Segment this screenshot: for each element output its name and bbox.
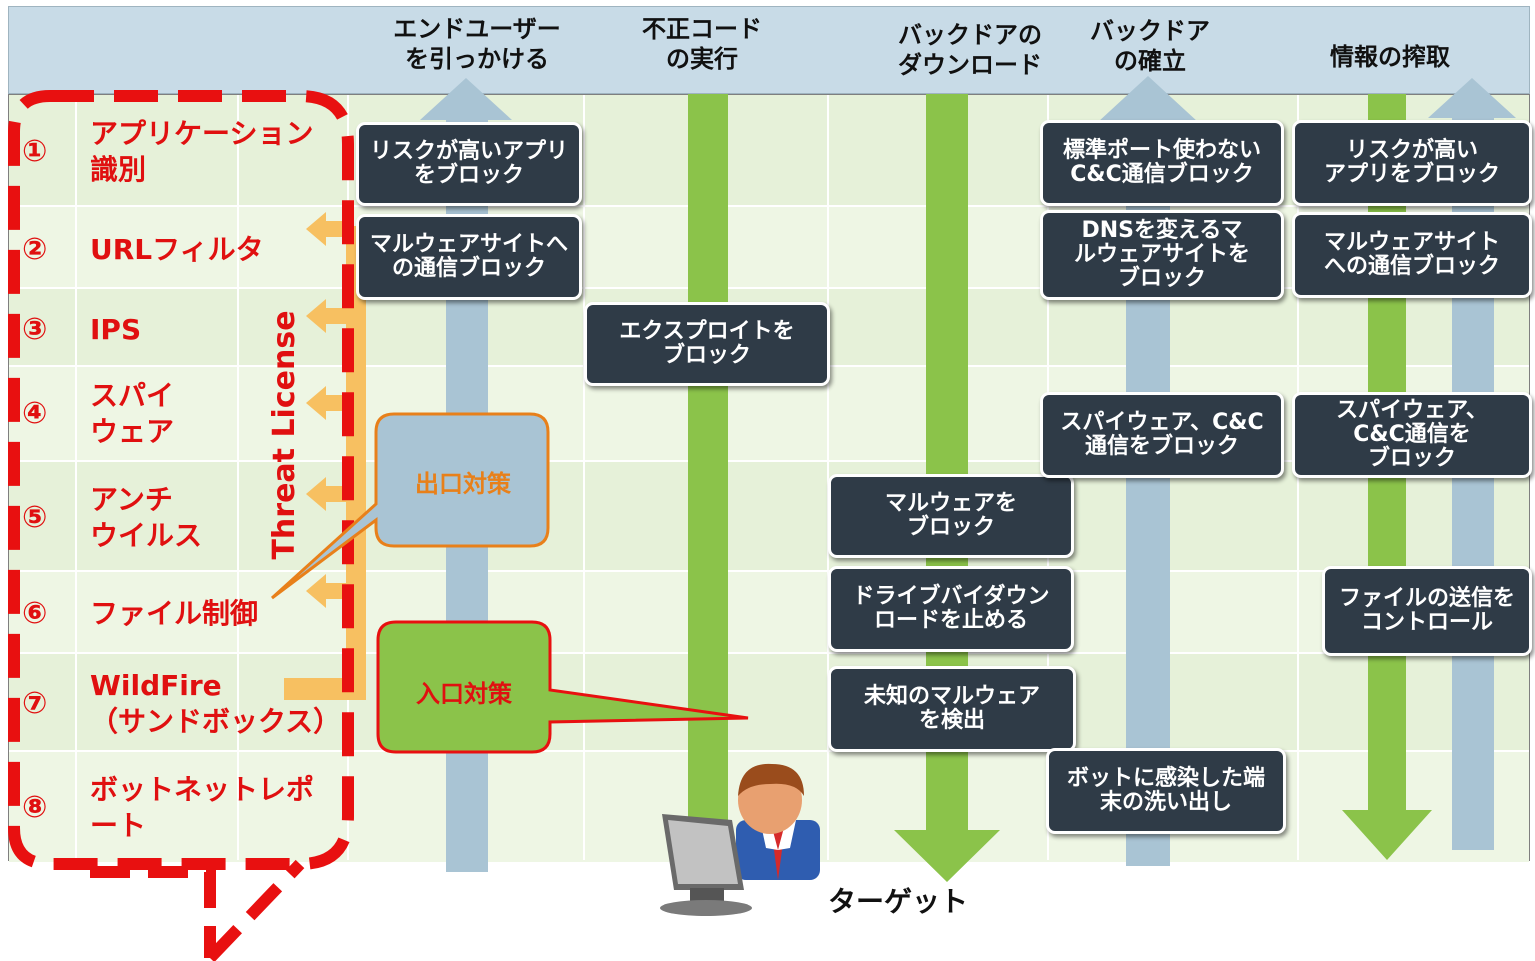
grid-line	[9, 460, 1529, 462]
action-box: DNSを変えるマ ルウェアサイトを ブロック	[1040, 210, 1284, 300]
action-box: エクスプロイトを ブロック	[584, 302, 830, 386]
orange-left-arrow	[306, 477, 352, 511]
grid-line	[9, 205, 1529, 207]
feature-label: アプリケーション 識別	[90, 117, 314, 186]
grid-row	[9, 652, 1529, 750]
feature-label: URLフィルタ	[90, 233, 264, 266]
exit-callout-shape	[270, 412, 550, 600]
action-box: リスクが高い アプリをブロック	[1292, 120, 1532, 206]
action-box: マルウェアサイトへ の通信ブロック	[356, 214, 582, 300]
action-box: スパイウェア、 C&C通信を ブロック	[1292, 392, 1532, 478]
grid-line	[583, 95, 585, 860]
orange-left-arrow	[306, 299, 352, 333]
feature-highlight-dashed	[8, 90, 354, 870]
exit-callout-label: 出口対策	[415, 470, 511, 498]
grid-line	[9, 652, 1529, 654]
feature-label: スパイ ウェア	[90, 379, 175, 448]
orange-left-arrow	[306, 212, 352, 246]
feature-label: IPS	[90, 313, 142, 346]
column-title-establish: バックドア の確立	[1090, 17, 1210, 75]
grid-line	[75, 95, 77, 860]
feature-number: ③	[22, 312, 48, 347]
grid-line	[9, 570, 1529, 572]
feature-number: ④	[22, 396, 48, 431]
feature-number: ①	[22, 134, 48, 169]
orange-left-arrow	[306, 574, 352, 608]
grid-row	[9, 460, 1529, 570]
feature-label: ファイル制御	[90, 597, 259, 630]
action-box: ボットに感染した端 末の洗い出し	[1046, 748, 1286, 834]
feature-number: ②	[22, 232, 48, 267]
action-box: マルウェアサイト への通信ブロック	[1292, 212, 1532, 298]
entry-callout-label: 入口対策	[416, 680, 512, 708]
column-title-exfil: 情報の搾取	[1330, 43, 1450, 71]
feature-number: ⑥	[22, 596, 48, 631]
feature-number: ⑧	[22, 790, 48, 825]
feature-number: ⑤	[22, 500, 48, 535]
feature-label: WildFire （サンドボックス）	[90, 669, 342, 738]
action-box: 未知のマルウェア を検出	[828, 666, 1076, 752]
grid-line	[9, 750, 1529, 752]
orange-left-arrow	[306, 386, 352, 420]
target-label: ターゲット	[828, 885, 969, 918]
grid-line	[237, 95, 239, 860]
feature-number: ⑦	[22, 686, 48, 721]
action-box: リスクが高いアプリ をブロック	[356, 122, 582, 206]
grid-line	[827, 95, 829, 860]
action-box: マルウェアを ブロック	[828, 474, 1074, 558]
header-band	[8, 6, 1530, 94]
monitor-icon	[660, 814, 752, 916]
feature-highlight-pointer	[90, 859, 305, 961]
target-person-icon	[736, 763, 820, 880]
feature-label: ボットネットレポ ート	[90, 773, 315, 842]
column-title-download: バックドアの ダウンロード	[898, 21, 1042, 79]
threat-license-label: Threat License	[245, 300, 325, 570]
green-down-arrow	[688, 94, 728, 854]
feature-label: アンチ ウイルス	[90, 483, 203, 552]
action-box: ドライブバイダウン ロードを止める	[828, 566, 1074, 652]
action-box: 標準ポート使わない C&C通信ブロック	[1040, 120, 1284, 206]
column-title-lure: エンドユーザー を引っかける	[393, 15, 561, 73]
grid-line	[9, 287, 1529, 289]
action-box: スパイウェア、C&C 通信をブロック	[1040, 392, 1284, 478]
grid-row	[9, 570, 1529, 652]
threat-license-text: Threat License	[267, 310, 302, 560]
action-box: ファイルの送信を コントロール	[1322, 566, 1532, 656]
column-title-exec: 不正コード の実行	[642, 15, 762, 73]
entry-callout-shape	[376, 620, 749, 754]
